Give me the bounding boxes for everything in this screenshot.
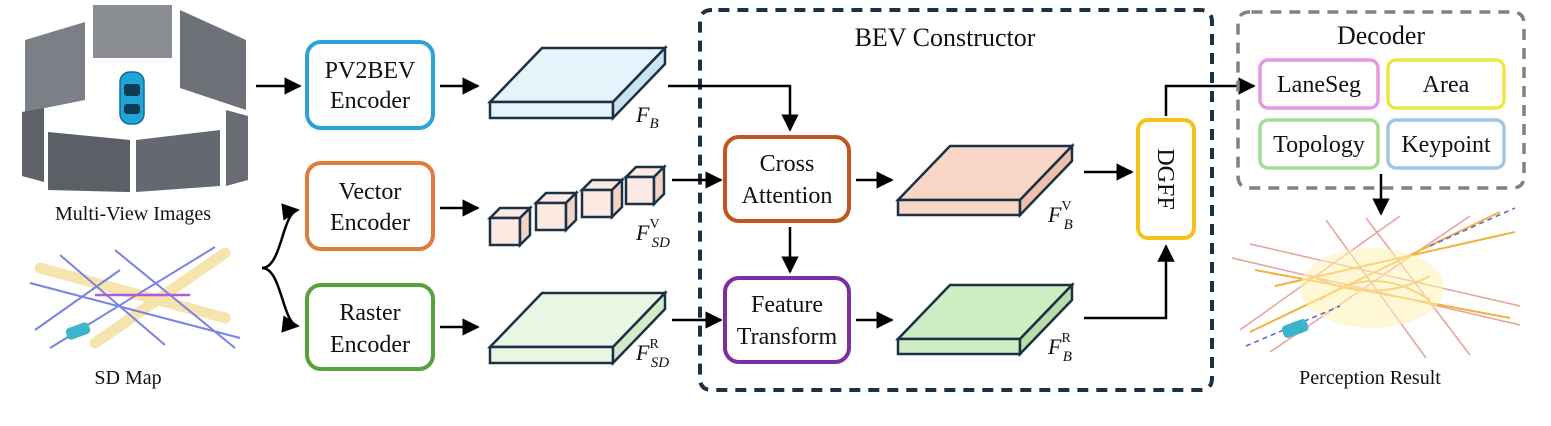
camera-view-front-right [180,10,246,110]
vector-encoder: Vector Encoder [305,161,435,251]
decoder-head-keypoint: Keypoint [1386,118,1506,170]
arrow-dgff-to-decoder [1164,77,1256,116]
camera-view-front [93,5,172,58]
cross-attention-line2: Attention [742,183,833,209]
cross-attention-line1: Cross [760,151,815,177]
dgff-block: DGFF [1136,118,1196,240]
pv2bev-encoder: PV2BEV Encoder [305,40,435,130]
fsdv-cube-4 [622,163,668,208]
vector-encoder-line1: Vector [339,179,402,205]
fsdv-cube-3 [578,176,626,221]
camera-view-back-right [136,130,220,192]
decoder-title: Decoder [1337,21,1425,50]
fbv-feature-slab [895,142,1075,219]
car-icon [65,322,91,340]
raster-encoder-line2: Encoder [330,332,410,358]
decoder-head-area-label: Area [1423,72,1470,98]
sd-map: SD Map [29,246,241,389]
camera-view-left [22,108,44,182]
decoder-head-area: Area [1386,58,1506,110]
car-icon [1281,319,1309,338]
camera-view-right [226,110,248,186]
bev-constructor-title: BEV Constructor [855,23,1036,52]
arrow-fb-to-cross-attention [668,84,799,132]
feature-transform-line1: Feature [751,292,823,318]
pv2bev-encoder-line1: PV2BEV [325,58,416,84]
cross-attention-block: Cross Attention [723,135,851,223]
multi-view-images: Multi-View Images [22,5,248,225]
car-icon [119,71,145,125]
vector-encoder-line2: Encoder [330,210,410,236]
decoder-head-laneseg: LaneSeg [1258,58,1380,110]
arrow-sdmap-to-vector [261,203,300,270]
camera-view-back-left [48,132,130,192]
decoder-head-topology: Topology [1258,118,1380,170]
dgff-label: DGFF [1152,148,1178,209]
fsdv-feature-cubes [486,163,668,249]
feature-transform-line2: Transform [737,324,838,350]
decoder-head-keypoint-label: Keypoint [1401,132,1491,158]
decoder-container [1236,10,1526,190]
bev-constructor-container [698,8,1214,392]
perception-result-label: Perception Result [1299,367,1441,389]
arrow-fbr-to-dgff [1084,244,1175,320]
decoder-head-laneseg-label: LaneSeg [1277,72,1361,98]
fb-feature-slab [487,44,668,122]
fsdr-feature-slab [487,289,668,367]
fsdv-cube-1 [486,204,534,249]
pv2bev-encoder-line2: Encoder [330,88,410,114]
fbr-feature-slab [895,281,1075,358]
raster-encoder-line1: Raster [339,300,400,326]
fb-label: FB [635,102,659,132]
decoder-head-topology-label: Topology [1273,132,1365,158]
raster-encoder: Raster Encoder [305,283,435,371]
fsdv-cube-2 [532,189,580,234]
camera-view-front-left [25,22,85,112]
sd-map-label: SD Map [94,367,161,389]
arrow-sdmap-to-raster [261,266,300,333]
multi-view-images-label: Multi-View Images [55,203,211,225]
perception-result-map [1231,207,1521,359]
feature-transform-block: Feature Transform [723,276,851,364]
